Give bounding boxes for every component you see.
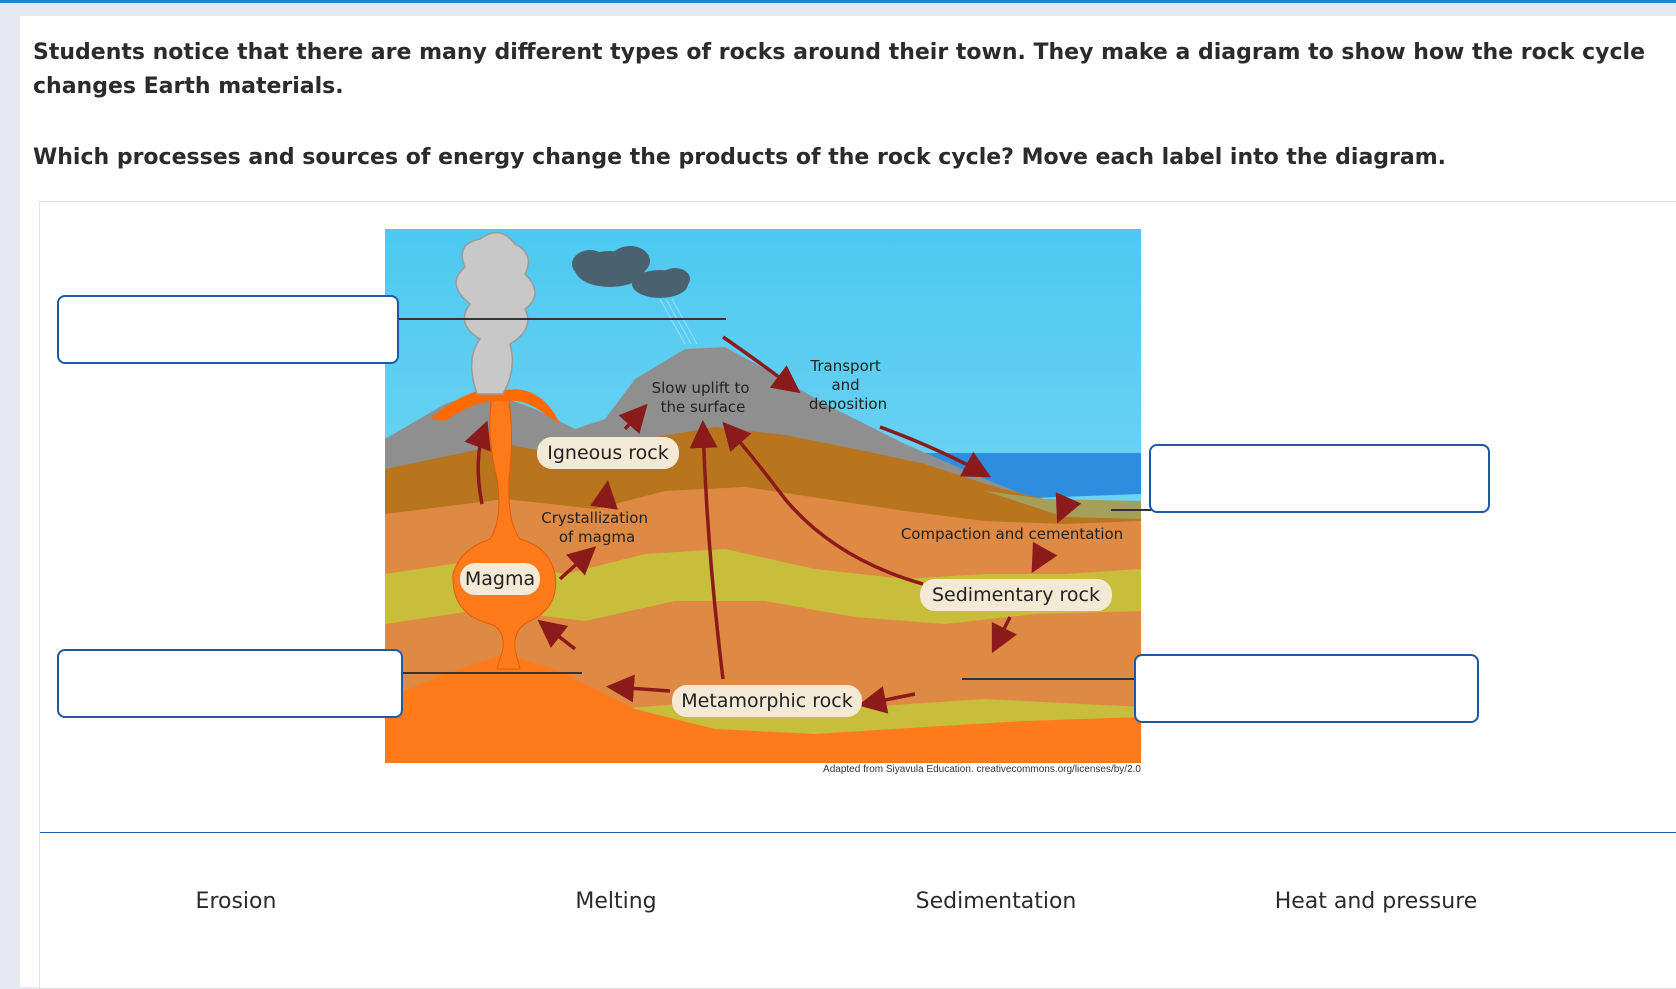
label-magma: Magma: [465, 568, 535, 590]
label-transport: Transport and deposition: [809, 357, 887, 413]
rock-cycle-diagram: Slow uplift to the surface Transport and…: [385, 229, 1141, 763]
leader-line-bottom-right: [962, 678, 1136, 680]
question-prompt: Which processes and sources of energy ch…: [33, 145, 1447, 170]
label-igneous-rock: Igneous rock: [547, 442, 668, 464]
draggable-label-erosion[interactable]: Erosion: [195, 889, 277, 914]
drag-drop-workspace: Slow uplift to the surface Transport and…: [39, 201, 1676, 989]
leader-line-mid-right: [1111, 509, 1151, 511]
label-metamorphic-rock: Metamorphic rock: [681, 690, 852, 712]
label-slow-uplift: Slow uplift to the surface: [652, 379, 755, 416]
drop-zone-bottom-right[interactable]: [1134, 654, 1479, 723]
label-crystallization: Crystallization of magma: [541, 509, 653, 546]
drop-zone-mid-right[interactable]: [1149, 444, 1490, 513]
question-page: Students notice that there are many diff…: [20, 16, 1676, 989]
bank-separator: [40, 832, 1676, 833]
question-intro: Students notice that there are many diff…: [33, 40, 1645, 99]
top-accent-bar: [0, 0, 1676, 3]
draggable-label-melting[interactable]: Melting: [575, 889, 657, 914]
leader-line-top-left: [398, 318, 726, 320]
label-bank: Erosion Melting Sedimentation Heat and p…: [40, 834, 1676, 984]
image-credit: Adapted from Siyavula Education. creativ…: [823, 764, 1141, 775]
draggable-label-heat-and-pressure[interactable]: Heat and pressure: [1274, 889, 1478, 914]
draggable-label-sedimentation[interactable]: Sedimentation: [915, 889, 1077, 914]
leader-line-bottom-left: [402, 672, 582, 674]
label-compaction: Compaction and cementation: [901, 525, 1123, 543]
drop-zone-bottom-left[interactable]: [57, 649, 403, 718]
label-sedimentary-rock: Sedimentary rock: [932, 584, 1100, 606]
drop-zone-top-left[interactable]: [57, 295, 399, 364]
